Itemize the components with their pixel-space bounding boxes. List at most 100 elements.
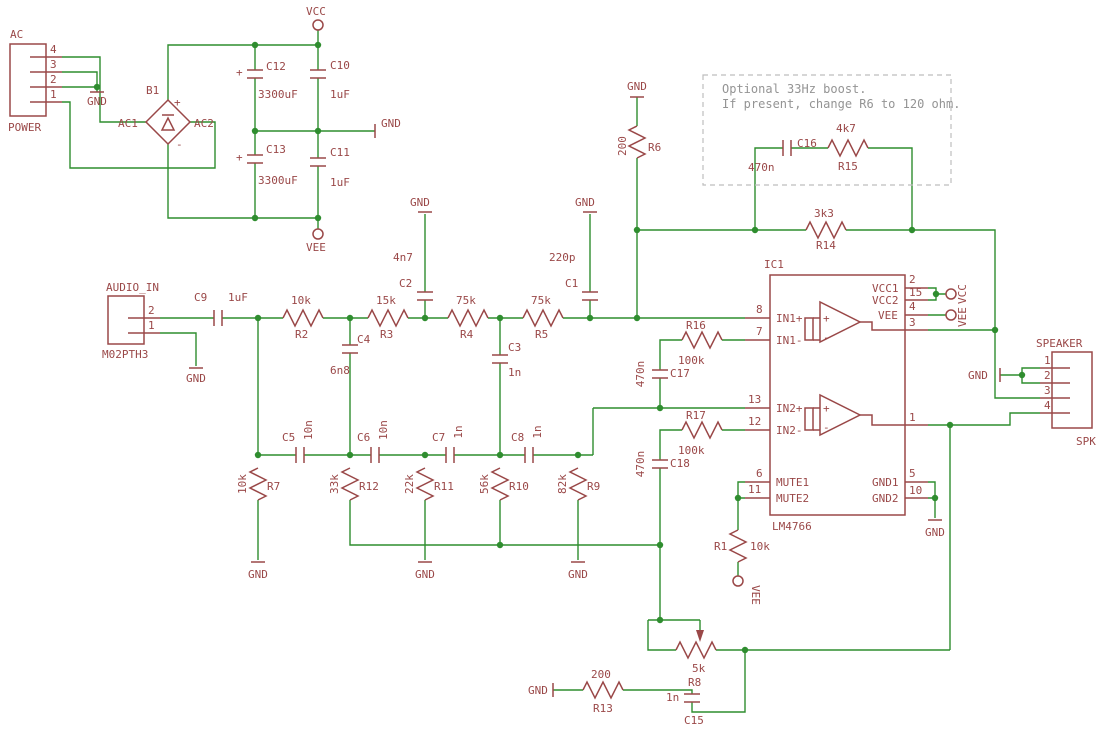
c6-value: 10n: [377, 420, 390, 440]
cap-c12[interactable]: + C12 3300uF: [236, 60, 298, 101]
resistor-r14[interactable]: 3k3 R14: [805, 207, 847, 252]
gnd-label: GND: [415, 568, 435, 581]
cap-c17[interactable]: 470n C17: [634, 361, 690, 388]
cap-c4[interactable]: C4 6n8: [330, 333, 371, 377]
ic-gnd1-label: GND1: [872, 476, 899, 489]
speaker-pin-4: 4: [1044, 399, 1051, 412]
cap-c16[interactable]: C16 470n: [748, 137, 817, 174]
r10-name: R10: [509, 480, 529, 493]
r5-value: 75k: [531, 294, 551, 307]
c18-value: 470n: [634, 451, 647, 478]
ic-pin8-num: 8: [756, 303, 763, 316]
ic-pin11-num: 11: [748, 483, 761, 496]
c16-name: C16: [797, 137, 817, 150]
resistor-r10[interactable]: 56k R10: [478, 467, 529, 501]
c12-value: 3300uF: [258, 88, 298, 101]
cap-c3[interactable]: C3 1n: [492, 341, 521, 379]
r2-name: R2: [295, 328, 308, 341]
ic-vee-terminal[interactable]: VEE: [945, 307, 969, 327]
ic-in1p-label: IN1+: [776, 312, 803, 325]
opamp1-plus: +: [823, 312, 830, 325]
c10-name: C10: [330, 59, 350, 72]
resistor-r4[interactable]: 75k R4: [447, 294, 489, 341]
r9-name: R9: [587, 480, 600, 493]
speaker-pin-2: 2: [1044, 369, 1051, 382]
c2-name: C2: [399, 277, 412, 290]
resistor-r5[interactable]: 75k R5: [522, 294, 564, 341]
pot-r8[interactable]: 5k R8: [675, 630, 717, 689]
c17-value: 470n: [634, 361, 647, 388]
vcc-terminal[interactable]: VCC: [306, 5, 326, 31]
ic-mute1-label: MUTE1: [776, 476, 809, 489]
ic-pin13-num: 13: [748, 393, 761, 406]
resistor-r7[interactable]: 10k R7: [236, 467, 280, 501]
opamp2-minus: -: [823, 421, 830, 434]
ic-designator: IC1: [764, 258, 784, 271]
c13-value: 3300uF: [258, 174, 298, 187]
ic-vcc1-label: VCC1: [872, 282, 899, 295]
gnd-label: GND: [381, 117, 401, 130]
opamp1-minus: -: [823, 331, 830, 344]
r15-value: 4k7: [836, 122, 856, 135]
r1-value: 10k: [750, 540, 770, 553]
r1-name: R1: [714, 540, 727, 553]
c2-value: 4n7: [393, 251, 413, 264]
resistor-r2[interactable]: 10k R2: [282, 294, 324, 341]
bridge-rectifier[interactable]: B1 + - AC1 AC2: [118, 84, 214, 151]
ic-pin4-num: 4: [909, 300, 916, 313]
power-connector[interactable]: AC POWER 4 3 2 1: [8, 28, 62, 134]
cap-c9[interactable]: C9 1uF: [194, 291, 248, 326]
ic-gnd2-label: GND2: [872, 492, 899, 505]
audio-connector[interactable]: AUDIO_IN M02PTH3 2 1: [102, 281, 160, 361]
cap-c13[interactable]: + C13 3300uF: [236, 143, 298, 187]
resistor-r12[interactable]: 33k R12: [328, 467, 379, 501]
ic-in2p-label: IN2+: [776, 402, 803, 415]
ic-lm4766[interactable]: IC1 LM4766 8 7 13 12 6 11 IN1+ IN1- IN2+…: [745, 258, 928, 533]
cap-c6[interactable]: C6 10n: [357, 420, 390, 463]
resistor-r15[interactable]: 4k7 R15: [827, 122, 869, 173]
c7-value: 1n: [452, 425, 465, 438]
cap-c11[interactable]: C11 1uF: [310, 146, 350, 189]
cap-c2[interactable]: 4n7 C2: [393, 251, 433, 301]
speaker-connector[interactable]: SPEAKER SPK 1 2 3 4: [1036, 337, 1096, 448]
ic-vcc-terminal[interactable]: VCC: [945, 284, 969, 304]
cap-c15[interactable]: 1n C15: [666, 691, 704, 727]
bridge-symbol: [144, 98, 192, 146]
speaker-connector-name: SPK: [1076, 435, 1096, 448]
cap-c7[interactable]: C7 1n: [432, 425, 465, 463]
c13-polarity: +: [236, 151, 243, 164]
cap-c18[interactable]: 470n C18: [634, 451, 690, 478]
resistor-r9[interactable]: 82k R9: [556, 467, 600, 501]
c11-value: 1uF: [330, 176, 350, 189]
ic-mute2-label: MUTE2: [776, 492, 809, 505]
cap-c10[interactable]: C10 1uF: [310, 59, 350, 101]
c16-value: 470n: [748, 161, 775, 174]
resistor-r6[interactable]: 200 R6: [616, 125, 661, 159]
r6-name: R6: [648, 141, 661, 154]
gnd-label: GND: [568, 568, 588, 581]
c8-name: C8: [511, 431, 524, 444]
resistor-r17[interactable]: R17 100k: [678, 409, 723, 457]
vee-terminal[interactable]: VEE: [306, 228, 326, 254]
r1-vee-terminal[interactable]: VEE: [732, 575, 762, 605]
cap-c8[interactable]: C8 1n: [511, 425, 544, 463]
gnd-symbols: [90, 91, 1001, 697]
r3-name: R3: [380, 328, 393, 341]
c8-value: 1n: [531, 425, 544, 438]
resistor-r11[interactable]: 22k R11: [403, 467, 454, 501]
vcc-label: VCC: [306, 5, 326, 18]
r2-value: 10k: [291, 294, 311, 307]
vee-label: VEE: [956, 307, 969, 327]
resistor-r13[interactable]: 200 R13: [582, 668, 624, 715]
speaker-connector-title: SPEAKER: [1036, 337, 1083, 350]
power-pin-1: 1: [50, 88, 57, 101]
cap-c1[interactable]: 220p C1: [549, 251, 598, 301]
r11-name: R11: [434, 480, 454, 493]
resistor-r1[interactable]: R1 10k: [714, 529, 770, 563]
r15-name: R15: [838, 160, 858, 173]
vee-pin-circle: [312, 228, 324, 240]
cap-c5[interactable]: C5 10n: [282, 420, 315, 463]
resistor-r16[interactable]: R16 100k: [678, 319, 723, 367]
resistor-r3[interactable]: 15k R3: [367, 294, 409, 341]
ic-pin12-num: 12: [748, 415, 761, 428]
